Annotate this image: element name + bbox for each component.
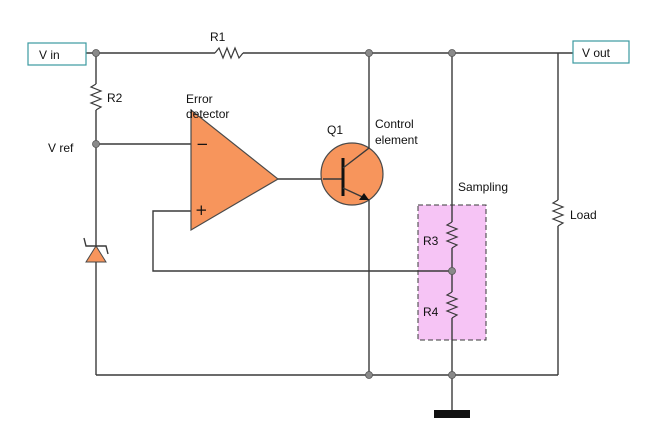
label-sampling: Sampling	[458, 180, 508, 194]
label-r4: R4	[423, 305, 439, 319]
zener-cathode-bar	[83, 237, 109, 255]
transistor-emitter	[342, 187, 370, 375]
node-collector-top	[365, 49, 373, 57]
label-control-line1: Control	[375, 117, 414, 131]
label-error-line2: detector	[186, 107, 229, 121]
resistor-r3	[445, 221, 459, 249]
resistor-r2	[89, 83, 103, 111]
opamp-plus-sign: +	[195, 201, 208, 219]
label-r1: R1	[210, 30, 226, 44]
node-sampling-top	[448, 49, 456, 57]
label-vref: V ref	[48, 141, 74, 155]
terminal-vout-box	[572, 40, 630, 64]
node-vin	[92, 49, 100, 57]
node-vref	[92, 140, 100, 148]
opamp-minus-sign: −	[196, 135, 209, 153]
resistor-r4	[445, 291, 459, 319]
transistor-emitter-arrow	[359, 193, 369, 200]
label-q1: Q1	[327, 123, 343, 137]
zener-diode	[85, 245, 107, 263]
label-error-line1: Error	[186, 92, 213, 106]
label-r3: R3	[423, 234, 439, 248]
node-sampling-mid	[448, 267, 456, 275]
transistor-q1-body	[320, 142, 384, 206]
label-load: Load	[570, 208, 597, 222]
resistor-r1	[214, 46, 244, 60]
transistor-collector	[342, 53, 370, 169]
ground-symbol	[434, 410, 470, 418]
resistor-load	[551, 199, 565, 227]
terminal-vout-label: V out	[582, 46, 611, 60]
label-r2: R2	[107, 91, 123, 105]
error-detector-opamp	[190, 108, 280, 232]
node-emitter-bottom	[365, 371, 373, 379]
terminal-vin-label: V in	[39, 48, 60, 62]
wire-feedback	[152, 210, 452, 272]
terminal-vin-box	[27, 42, 87, 66]
label-control-line2: element	[375, 133, 418, 147]
node-sampling-bottom	[448, 371, 456, 379]
